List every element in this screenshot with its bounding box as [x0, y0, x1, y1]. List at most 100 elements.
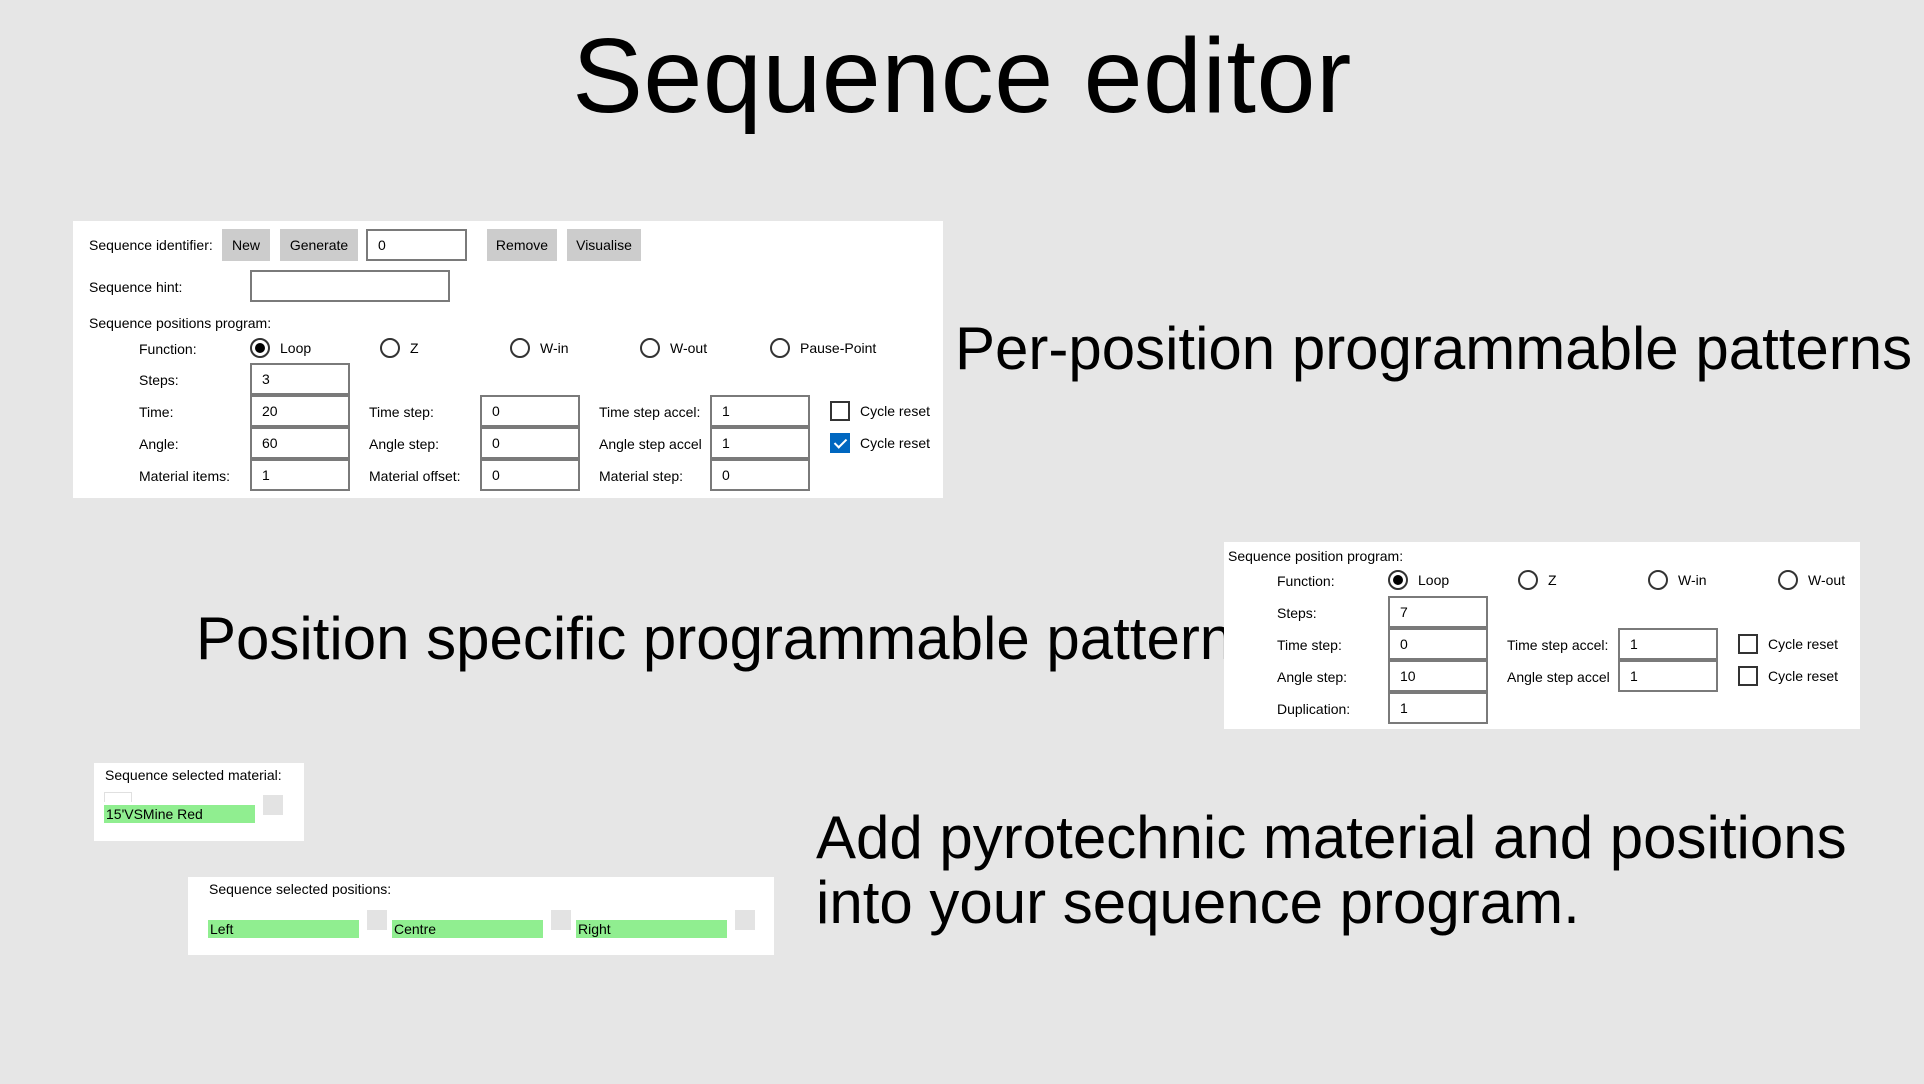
radio-label: Pause-Point: [800, 340, 877, 356]
time-cycle-reset-checkbox[interactable]: Cycle reset: [830, 401, 930, 421]
position-program-label: Sequence position program:: [1228, 548, 1404, 564]
material-step-label: Material step:: [599, 468, 684, 484]
function-radio-pause-point[interactable]: Pause-Point: [770, 338, 876, 358]
position-angle-step-input[interactable]: [1388, 660, 1488, 692]
radio-selected-icon: [1388, 570, 1408, 590]
radio-label: W-out: [1808, 572, 1846, 588]
material-items-label: Material items:: [139, 468, 231, 484]
angle-step-accel-label: Angle step accel: [599, 436, 702, 452]
angle-cycle-reset-checkbox[interactable]: Cycle reset: [830, 433, 930, 453]
position-function-radio-w-in[interactable]: W-in: [1648, 570, 1707, 590]
radio-label: W-out: [670, 340, 708, 356]
material-remove-button[interactable]: [263, 795, 283, 815]
checkbox-label: Cycle reset: [860, 435, 931, 451]
checkbox-unchecked-icon: [1738, 666, 1758, 686]
position-steps-input[interactable]: [1388, 596, 1488, 628]
position-item-right[interactable]: Right: [576, 920, 727, 938]
position-time-step-input[interactable]: [1388, 628, 1488, 660]
function-label: Function:: [1277, 573, 1335, 589]
radio-label: Z: [1548, 572, 1557, 588]
material-items-input[interactable]: [250, 459, 350, 491]
position-duplication-input[interactable]: [1388, 692, 1488, 724]
selected-material-label: Sequence selected material:: [105, 767, 282, 783]
radio-unselected-icon: [510, 338, 530, 358]
position-function-radio-z[interactable]: Z: [1518, 570, 1557, 590]
position-right-remove-button[interactable]: [735, 910, 755, 930]
checkbox-unchecked-icon: [830, 401, 850, 421]
function-radio-w-in[interactable]: W-in: [510, 338, 569, 358]
material-tab-handle: [104, 792, 132, 802]
material-offset-label: Material offset:: [369, 468, 461, 484]
selected-positions-label: Sequence selected positions:: [209, 881, 392, 897]
duplication-label: Duplication:: [1277, 701, 1351, 717]
position-left-remove-button[interactable]: [367, 910, 387, 930]
caption-position-specific: Position specific programmable pattern: [196, 605, 1234, 672]
angle-step-input[interactable]: [480, 427, 580, 459]
material-step-input[interactable]: [710, 459, 810, 491]
material-item[interactable]: 15'VSMine Red: [104, 805, 255, 823]
time-step-label: Time step:: [369, 404, 434, 420]
angle-step-accel-input[interactable]: [710, 427, 810, 459]
position-item-centre[interactable]: Centre: [392, 920, 543, 938]
sequence-hint-input[interactable]: [250, 270, 450, 302]
position-function-radio-loop[interactable]: Loop: [1388, 570, 1449, 590]
position-angle-cycle-reset-checkbox[interactable]: Cycle reset: [1738, 666, 1838, 686]
page-title: Sequence editor: [572, 17, 1352, 135]
selected-material-panel: Sequence selected material: 15'VSMine Re…: [94, 763, 304, 841]
checkbox-unchecked-icon: [1738, 634, 1758, 654]
function-radio-z[interactable]: Z: [380, 338, 419, 358]
time-label: Time:: [139, 404, 174, 420]
sequence-hint-label: Sequence hint:: [89, 279, 183, 295]
checkbox-label: Cycle reset: [860, 403, 931, 419]
position-item-left[interactable]: Left: [208, 920, 359, 938]
angle-step-accel-label: Angle step accel: [1507, 669, 1610, 685]
time-step-accel-label: Time step accel:: [599, 404, 701, 420]
visualise-button[interactable]: Visualise: [567, 229, 641, 261]
radio-unselected-icon: [1778, 570, 1798, 590]
radio-unselected-icon: [380, 338, 400, 358]
function-radio-w-out[interactable]: W-out: [640, 338, 707, 358]
checkbox-checked-icon: [830, 433, 850, 453]
radio-unselected-icon: [1648, 570, 1668, 590]
new-button[interactable]: New: [222, 229, 270, 261]
time-step-input[interactable]: [480, 395, 580, 427]
caption-add-material-line2: into your sequence program.: [816, 869, 1580, 936]
function-label: Function:: [139, 341, 197, 357]
time-step-accel-label: Time step accel:: [1507, 637, 1609, 653]
remove-button[interactable]: Remove: [487, 229, 557, 261]
checkbox-label: Cycle reset: [1768, 668, 1839, 684]
sequence-positions-program-label: Sequence positions program:: [89, 315, 272, 331]
angle-step-label: Angle step:: [369, 436, 440, 452]
time-step-label: Time step:: [1277, 637, 1342, 653]
selected-positions-panel: Sequence selected positions: Left Centre…: [188, 877, 774, 955]
position-centre-remove-button[interactable]: [551, 910, 571, 930]
caption-per-position: Per-position programmable patterns: [955, 315, 1913, 382]
steps-input[interactable]: [250, 363, 350, 395]
time-input[interactable]: [250, 395, 350, 427]
radio-label: W-in: [540, 340, 569, 356]
material-offset-input[interactable]: [480, 459, 580, 491]
position-function-radio-w-out[interactable]: W-out: [1778, 570, 1845, 590]
position-angle-step-accel-input[interactable]: [1618, 660, 1718, 692]
sequence-editor-panel: Sequence identifier: New Generate Remove…: [73, 221, 943, 498]
angle-input[interactable]: [250, 427, 350, 459]
position-program-panel: Sequence position program: Function: Loo…: [1224, 542, 1860, 729]
radio-label: Loop: [1418, 572, 1450, 588]
sequence-identifier-input[interactable]: [366, 229, 467, 261]
position-time-step-accel-input[interactable]: [1618, 628, 1718, 660]
generate-button[interactable]: Generate: [280, 229, 358, 261]
caption-add-material-line1: Add pyrotechnic material and positions: [816, 804, 1847, 871]
angle-step-label: Angle step:: [1277, 669, 1348, 685]
radio-label: Z: [410, 340, 419, 356]
function-radio-loop[interactable]: Loop: [250, 338, 311, 358]
angle-label: Angle:: [139, 436, 179, 452]
time-step-accel-input[interactable]: [710, 395, 810, 427]
sequence-identifier-label: Sequence identifier:: [89, 237, 213, 253]
radio-unselected-icon: [640, 338, 660, 358]
radio-unselected-icon: [770, 338, 790, 358]
radio-unselected-icon: [1518, 570, 1538, 590]
steps-label: Steps:: [1277, 605, 1317, 621]
position-time-cycle-reset-checkbox[interactable]: Cycle reset: [1738, 634, 1838, 654]
radio-label: Loop: [280, 340, 312, 356]
checkbox-label: Cycle reset: [1768, 636, 1839, 652]
